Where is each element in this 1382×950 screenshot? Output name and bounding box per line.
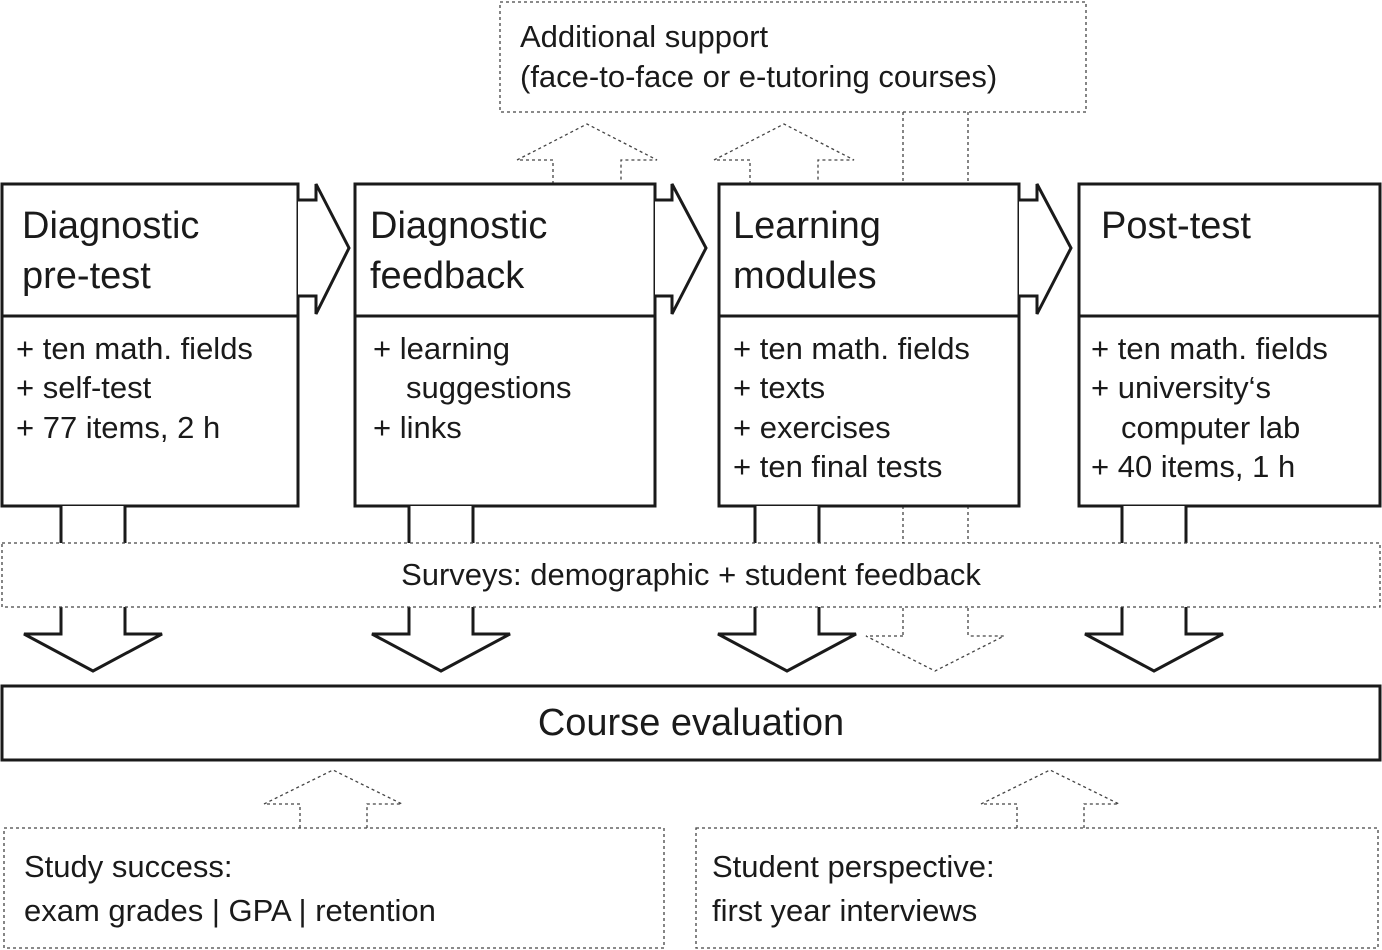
stage-3-title-line-2: modules [733, 255, 877, 297]
stage-2-item-1: + learning [373, 331, 510, 366]
stage-3-title-line-1: Learning [733, 205, 881, 247]
modules-to-support-arrow [713, 123, 855, 184]
stage-learning-modules: Learning modules + ten math. fields + te… [717, 182, 1021, 508]
student-perspective-box: Student perspective: first year intervie… [695, 827, 1379, 949]
arrow-pretest-to-feedback [298, 183, 351, 315]
stage-4-item-2: + university‘s [1091, 370, 1271, 405]
student-perspective-line-2: first year interviews [712, 893, 977, 928]
study-success-line-1: Study success: [24, 849, 232, 884]
stage-3-item-2: + texts [733, 370, 825, 405]
surveys-band: Surveys: demographic + student feedback [1, 542, 1381, 608]
arrow-feedback-to-modules [655, 183, 708, 315]
arrow-modules-to-posttest [1019, 183, 1073, 315]
surveys-label: Surveys: demographic + student feedback [401, 557, 981, 592]
stage-3-item-1: + ten math. fields [733, 331, 970, 366]
stage-diagnostic-feedback: Diagnostic feedback + learning suggestio… [353, 182, 657, 508]
stage-2-item-2: suggestions [406, 370, 571, 405]
stage-post-test: Post-test + ten math. fields + universit… [1077, 182, 1382, 508]
additional-support-line-1: Additional support [520, 19, 769, 54]
stage-2-item-3: + links [373, 410, 462, 445]
stage-1-title-line-2: pre-test [22, 255, 151, 297]
additional-support-box: Additional support (face-to-face or e-tu… [499, 1, 1087, 113]
stage-4-item-4: + 40 items, 1 h [1091, 449, 1295, 484]
study-success-to-evaluation-arrow [263, 769, 403, 828]
stage-3-item-3: + exercises [733, 410, 891, 445]
stage-4-title-line-1: Post-test [1101, 205, 1251, 247]
additional-support-line-2: (face-to-face or e-tutoring courses) [520, 59, 997, 94]
stage-3-item-4: + ten final tests [733, 449, 942, 484]
support-to-evaluation-arrow [865, 635, 1005, 672]
stage-1-title-line-1: Diagnostic [22, 205, 199, 247]
stage-diagnostic-pre-test: Diagnostic pre-test + ten math. fields +… [0, 182, 300, 508]
stage-1-item-1: + ten math. fields [16, 331, 253, 366]
stage-1-item-3: + 77 items, 2 h [16, 410, 220, 445]
study-success-line-2: exam grades | GPA | retention [24, 893, 436, 928]
student-perspective-to-evaluation-arrow [980, 769, 1120, 828]
study-success-box: Study success: exam grades | GPA | reten… [3, 827, 665, 949]
stage-4-item-1: + ten math. fields [1091, 331, 1328, 366]
student-perspective-line-1: Student perspective: [712, 849, 995, 884]
feedback-to-support-arrow [516, 123, 658, 184]
stage-2-title-line-2: feedback [370, 255, 525, 297]
course-evaluation-label: Course evaluation [538, 702, 844, 744]
stage-1-item-2: + self-test [16, 370, 152, 405]
course-evaluation-box: Course evaluation [0, 684, 1382, 762]
stage-2-title-line-1: Diagnostic [370, 205, 547, 247]
stage-4-item-3: computer lab [1121, 410, 1300, 445]
